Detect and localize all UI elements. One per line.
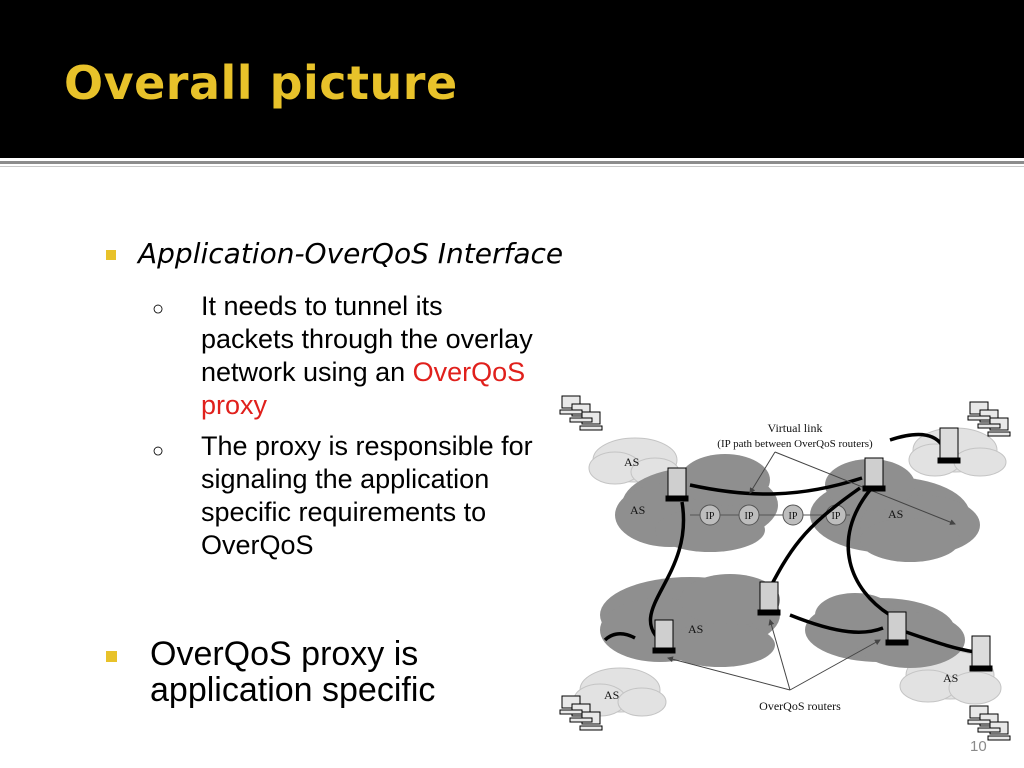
- ip-router-label: IP: [832, 511, 841, 522]
- computer-icon: [967, 401, 1011, 437]
- ip-router-label: IP: [745, 511, 754, 522]
- sub-bullet-tunnel: It needs to tunnel its packets through t…: [201, 290, 541, 422]
- computer-icon: [967, 705, 1011, 741]
- ip-router-label: IP: [706, 511, 715, 522]
- virtual-link-label: Virtual link: [768, 421, 823, 435]
- server-icon: [939, 427, 959, 461]
- server-icon: [654, 619, 674, 651]
- overqos-router-icons: [652, 427, 993, 672]
- as-label: AS: [943, 671, 958, 685]
- bullet-proxy-application-specific: OverQoS proxy is application specific: [150, 635, 436, 709]
- circle-bullet-icon: ○: [152, 298, 165, 320]
- overqos-proxy-highlight: OverQoS proxy: [201, 357, 526, 420]
- virtual-links: [603, 432, 976, 654]
- overqos-routers-label: OverQoS routers: [759, 699, 841, 713]
- as-label: AS: [688, 622, 703, 636]
- virtual-link-sublabel: (IP path between OverQoS routers): [717, 438, 873, 450]
- as-label: AS: [888, 507, 903, 521]
- square-bullet-icon: [106, 250, 116, 260]
- ip-router-label: IP: [789, 511, 798, 522]
- server-icon: [971, 635, 991, 669]
- as-label: AS: [630, 503, 645, 517]
- server-icon: [887, 611, 907, 643]
- header-divider-thin: [0, 166, 1024, 167]
- circle-bullet-icon: ○: [152, 440, 165, 462]
- ip-path: IP IP IP IP: [690, 504, 850, 526]
- page-number: 10: [970, 738, 987, 755]
- as-label: AS: [604, 688, 619, 702]
- computer-icon: [559, 695, 603, 731]
- header-divider: [0, 161, 1024, 164]
- server-icon: [759, 581, 779, 613]
- slide-title: Overall picture: [64, 56, 458, 110]
- server-icon: [864, 457, 884, 489]
- server-icon: [667, 467, 687, 499]
- as-label: AS: [624, 455, 639, 469]
- sub-bullet-signaling: The proxy is responsible for signaling t…: [201, 431, 533, 560]
- computer-icon: [559, 395, 603, 431]
- cloud-as-core-bottom-right: [805, 593, 965, 668]
- sub-bullet-tunnel-text: It needs to tunnel its packets through t…: [201, 291, 533, 387]
- overqos-network-diagram: AS AS AS AS AS AS IP IP IP IP: [559, 395, 1011, 741]
- bullet-application-interface: Application-OverQoS Interface: [138, 237, 564, 270]
- slide-header: [0, 0, 1024, 158]
- cloud-as-top-left: [588, 437, 680, 487]
- cloud-as-core-bottom-left: [600, 574, 780, 667]
- square-bullet-icon: [106, 651, 117, 662]
- workstation-icons: [559, 395, 1011, 741]
